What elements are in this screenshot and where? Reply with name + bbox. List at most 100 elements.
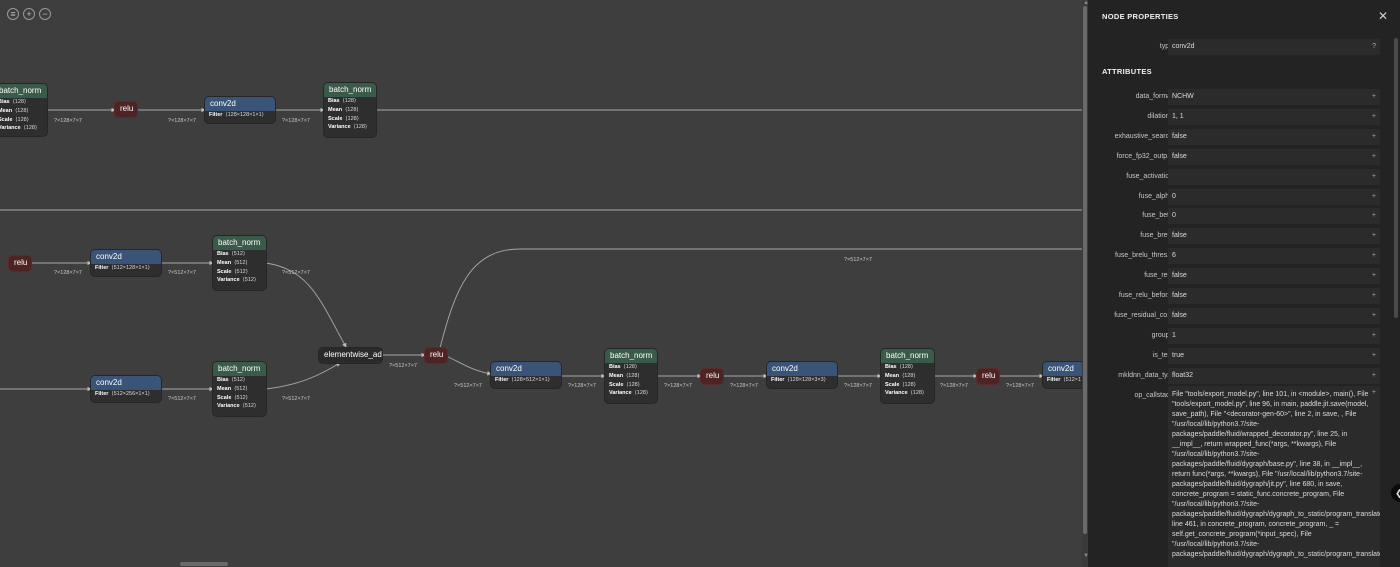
canvas-vertical-scroll-thumb[interactable] <box>1083 6 1087 534</box>
node-attribute-value: ⟨512⟩ <box>234 268 248 275</box>
attribute-label: fuse_beta <box>1142 212 1173 220</box>
node-relu[interactable]: relu <box>9 256 31 271</box>
node-relu[interactable]: relu <box>115 102 137 117</box>
node-attribute: Variance⟨512⟩ <box>213 276 266 285</box>
close-icon[interactable]: ✕ <box>1378 9 1389 23</box>
expand-icon[interactable]: + <box>1371 371 1376 379</box>
attribute-value[interactable]: 1, 1+ <box>1168 108 1380 125</box>
node-title: relu <box>977 369 999 383</box>
expand-icon[interactable]: + <box>1371 172 1376 180</box>
node-attribute-name: Bias <box>885 364 897 370</box>
expand-icon[interactable]: + <box>1371 93 1376 100</box>
expand-icon[interactable]: + <box>1371 331 1376 339</box>
node-relu[interactable]: relu <box>977 369 999 384</box>
attribute-value[interactable]: false+ <box>1168 128 1380 145</box>
expand-icon[interactable]: + <box>1371 272 1376 280</box>
node-elementwise-add[interactable]: elementwise_add <box>319 348 382 363</box>
attribute-value[interactable]: false+ <box>1168 268 1380 285</box>
panel-toggle-icon[interactable]: ❮ <box>1391 484 1400 502</box>
expand-icon[interactable]: + <box>1371 292 1376 299</box>
node-title: conv2d <box>91 250 161 264</box>
attribute-value[interactable]: false+ <box>1168 288 1380 304</box>
attribute-value[interactable]: false+ <box>1168 307 1380 324</box>
expand-icon[interactable]: + <box>1371 112 1376 120</box>
expand-icon[interactable]: + <box>1371 132 1376 140</box>
node-attribute-name: Mean <box>217 385 232 392</box>
property-value[interactable]: conv2d ? <box>1168 39 1380 55</box>
node-attribute-name: Scale <box>328 115 343 122</box>
node-attribute-name: Scale <box>885 381 900 388</box>
expand-icon[interactable]: + <box>1371 212 1376 220</box>
node-attribute-value: ⟨128⟩ <box>899 364 914 370</box>
canvas-horizontal-scroll-thumb[interactable] <box>180 562 228 566</box>
help-icon[interactable]: ? <box>1372 43 1376 50</box>
node-attribute: Filter⟨512×128×1×1⟩ <box>91 264 161 273</box>
node-title: conv2d <box>205 97 275 111</box>
edge-label: ?×512×7×7 <box>454 383 482 389</box>
expand-icon[interactable]: + <box>1371 252 1376 260</box>
panel-scrollbar[interactable] <box>1394 38 1398 318</box>
scroll-up-arrow-icon[interactable]: ▲ <box>1083 0 1089 6</box>
attribute-value-text: 0 <box>1172 212 1176 220</box>
scroll-down-arrow-icon[interactable]: ▼ <box>1083 553 1089 559</box>
attribute-value[interactable]: false+ <box>1168 148 1380 165</box>
attribute-value[interactable]: false+ <box>1168 228 1380 245</box>
zoom-out-icon[interactable]: − <box>39 8 51 20</box>
expand-icon[interactable]: + <box>1371 311 1376 319</box>
node-attribute: Bias⟨512⟩ <box>213 376 266 385</box>
node-title: batch_norm <box>605 349 657 363</box>
attribute-label: fuse_relu_befor... <box>1118 292 1173 299</box>
attribute-value[interactable]: + <box>1168 168 1380 185</box>
zoom-in-icon[interactable]: + <box>23 8 35 20</box>
graph-canvas[interactable]: ≡ + − batch_normBias⟨128⟩Mean⟨128⟩Scale⟨… <box>0 0 1088 567</box>
expand-icon[interactable]: + <box>1371 389 1376 396</box>
attribute-value-text: 0 <box>1172 192 1176 200</box>
attribute-value[interactable]: 1+ <box>1168 327 1380 344</box>
node-attribute-value: ⟨128⟩ <box>15 107 29 114</box>
node-attribute-value: ⟨128⟩ <box>623 364 638 370</box>
node-attribute-name: Mean <box>0 107 13 114</box>
panel-title: NODE PROPERTIES <box>1102 12 1179 21</box>
node-attribute-name: Filter <box>771 377 785 383</box>
node-attribute-name: Filter <box>209 112 223 118</box>
op-callstack-value[interactable]: + File "tools/export_model.py", line 101… <box>1168 386 1380 567</box>
attribute-value[interactable]: true + <box>1168 347 1380 364</box>
node-batch-norm[interactable]: batch_normBias⟨128⟩Mean⟨128⟩Scale⟨128⟩Va… <box>0 84 47 136</box>
node-attribute-value: ⟨512⟩ <box>231 251 246 257</box>
attribute-value[interactable]: 6+ <box>1168 248 1380 265</box>
node-attribute-name: Bias <box>609 364 621 370</box>
expand-icon[interactable]: + <box>1371 351 1376 359</box>
attribute-value[interactable]: float32+ <box>1168 367 1380 384</box>
node-title: conv2d <box>767 362 837 376</box>
attribute-value-text: true <box>1172 351 1185 359</box>
node-title: relu <box>115 102 137 116</box>
node-attribute-name: Bias <box>217 251 229 257</box>
node-title: elementwise_add <box>319 348 382 362</box>
expand-icon[interactable]: + <box>1371 232 1376 240</box>
expand-icon[interactable]: + <box>1371 152 1376 160</box>
attribute-value-text: NCHW <box>1172 93 1194 100</box>
expand-icon[interactable]: + <box>1371 192 1376 200</box>
attribute-label: dilations <box>1147 112 1173 120</box>
attribute-value[interactable]: NCHW + <box>1168 89 1380 105</box>
node-relu[interactable]: relu <box>701 369 723 384</box>
attribute-value[interactable]: 0+ <box>1168 188 1380 205</box>
node-relu[interactable]: relu <box>425 348 447 363</box>
attribute-value[interactable]: 0+ <box>1168 208 1380 225</box>
edge-label: ?×512×7×7 <box>168 396 196 402</box>
list-icon[interactable]: ≡ <box>7 8 19 20</box>
